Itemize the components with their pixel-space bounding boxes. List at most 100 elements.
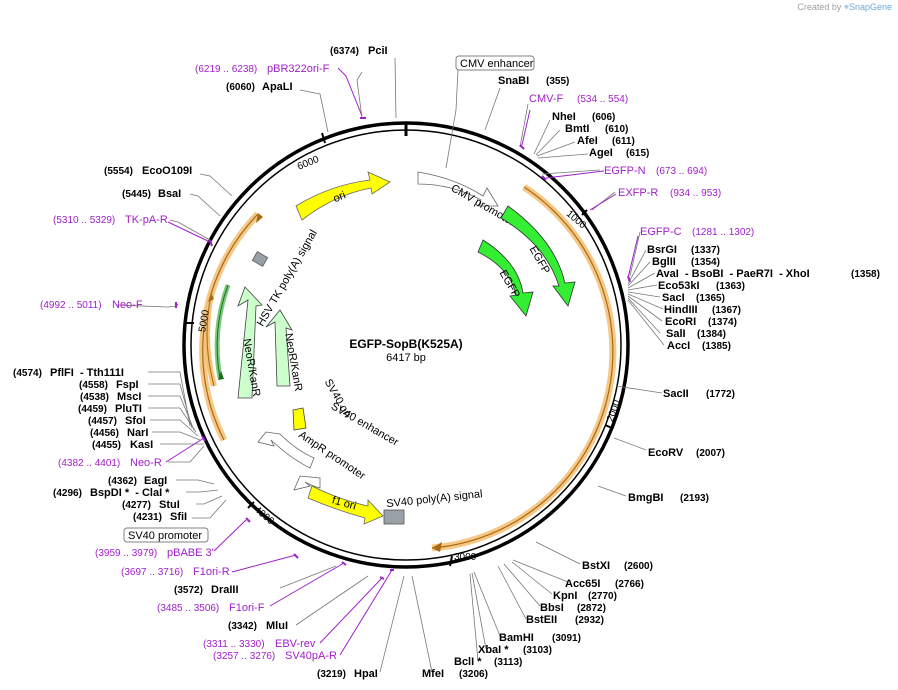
- site-xbai: XbaI *: [478, 644, 509, 656]
- plasmid-name: EGFP-SopB(K525A): [349, 337, 462, 351]
- backbone-circle: [182, 121, 630, 569]
- site-pflfi-pos: (4574): [13, 368, 42, 379]
- site-bmgbi: BmgBI: [628, 492, 663, 504]
- sv40-enhancer-label: SV40 enhancer: [329, 400, 401, 448]
- site-kasi: KasI: [130, 439, 153, 451]
- site-sacii: SacII: [663, 388, 689, 400]
- primer-tk-pa-r: TK-pA-R: [125, 214, 168, 226]
- site-bglii: BglII: [652, 256, 676, 268]
- site-stui: StuI: [159, 499, 180, 511]
- plasmid-size: 6417 bp: [386, 352, 426, 364]
- site-mlui-pos: (3342): [228, 621, 257, 632]
- cds-arc-neo-inner: [214, 284, 231, 379]
- site-sfoi: SfoI: [125, 415, 146, 427]
- site-stui-pos: (4277): [122, 500, 151, 511]
- ori-label: ori: [332, 189, 348, 205]
- primer-egfp-c-pos: (1281 .. 1302): [692, 227, 754, 238]
- site-eagi-pos: (4362): [108, 476, 137, 487]
- site-kpni: KpnI: [553, 590, 577, 602]
- primer-pbr322ori-f-pos: (6219 .. 6238): [195, 64, 257, 75]
- f1-ori-feature: [307, 485, 384, 525]
- site-bmgbi-pos: (2193): [680, 493, 709, 504]
- site-kasi-pos: (4455): [92, 440, 121, 451]
- site-hindiii-pos: (1367): [712, 305, 741, 316]
- sv40-promoter-box: [123, 527, 209, 543]
- primer-pbabe3: pBABE 3': [167, 547, 214, 559]
- site-bsai-pos: (5445): [122, 189, 151, 200]
- site-mfei: MfeI: [422, 668, 444, 680]
- site-hindiii: HindIII: [664, 304, 698, 316]
- site-ecori: EcoRI: [665, 316, 696, 328]
- site-acc65i-pos: (2766): [615, 579, 644, 590]
- site-agei-pos: (615): [626, 148, 649, 159]
- sv40-polya-label: SV40 poly(A) signal: [386, 488, 483, 510]
- primer-pbabe3-pos: (3959 .. 3979): [95, 548, 157, 559]
- primer-ebv-rev-pos: (3311 .. 3330): [203, 639, 265, 650]
- site-pluti-pos: (4459): [78, 404, 107, 415]
- site-eagi: EagI: [144, 475, 167, 487]
- site-afei: AfeI: [577, 135, 598, 147]
- site-bstxi-pos: (2600): [624, 561, 653, 572]
- site-ecoo109i: EcoO109I: [142, 165, 192, 177]
- site-afei-pos: (611): [612, 136, 635, 147]
- site-nhei-pos: (606): [592, 112, 615, 123]
- site-nari-pos: (4456): [90, 428, 119, 439]
- primer-f1ori-f: F1ori-F: [229, 602, 265, 614]
- site-bglii-pos: (1354): [691, 257, 720, 268]
- ampr-promoter-feature: [257, 431, 315, 469]
- site-bamhi: BamHI: [499, 632, 534, 644]
- site-ecori-pos: (1374): [708, 317, 737, 328]
- site-saci-pos: (1365): [696, 293, 725, 304]
- site-mfei-pos: (3206): [459, 669, 488, 680]
- site-bcli: BclI *: [454, 656, 482, 668]
- site-mlui: MluI: [266, 620, 288, 632]
- primer-egfp-n-pos: (673 .. 694): [656, 166, 707, 177]
- site-apali: ApaLI: [262, 81, 293, 93]
- site-sfii-pos: (4231): [133, 512, 162, 523]
- snapgene-credit: Created by ⌖SnapGene: [797, 2, 892, 13]
- site-fspi-pos: (4558): [79, 380, 108, 391]
- site-nhei: NheI: [552, 111, 576, 123]
- tick-3000: 3000: [454, 552, 477, 563]
- site-bsrgi: BsrGI: [647, 244, 677, 256]
- primer-ebv-rev: EBV-rev: [275, 638, 316, 650]
- site-bbsi: BbsI: [540, 602, 564, 614]
- site-acc65i: Acc65I: [565, 578, 600, 590]
- primer-pbr322ori-f: pBR322ori-F: [267, 63, 330, 75]
- primer-egfp-n: EGFP-N: [604, 165, 646, 177]
- site-hpai-pos: (3219): [317, 669, 346, 680]
- site-ecorv: EcoRV: [648, 447, 684, 459]
- cmv-promoter-feature: [417, 171, 499, 207]
- credit-prefix: Created by: [797, 2, 842, 12]
- site-snabi-pos: (355): [546, 76, 569, 87]
- site-bamhi-pos: (3091): [552, 633, 581, 644]
- primer-f1ori-f-pos: (3485 .. 3506): [157, 603, 219, 614]
- site-acci: AccI: [667, 340, 690, 352]
- primer-neo-r: Neo-R: [130, 457, 162, 469]
- site-bsrgi-pos: (1337): [691, 245, 720, 256]
- neo-outer-feature: [237, 286, 263, 399]
- sv40-polya-box: [383, 509, 405, 525]
- sv40-ori-feature: [292, 407, 307, 431]
- hsv-tk-box: [251, 251, 269, 267]
- primer-neo-f-pos: (4992 .. 5011): [40, 300, 102, 311]
- site-bbsi-pos: (2872): [577, 603, 606, 614]
- site-sfii: SfiI: [170, 511, 187, 523]
- site-sacii-pos: (1772): [706, 389, 735, 400]
- primer-neo-f: Neo-F: [112, 299, 143, 311]
- site-msci-pos: (4538): [80, 392, 109, 403]
- primer-sv40pa-r: SV40pA-R: [285, 650, 337, 662]
- site-snabi: SnaBI: [498, 75, 529, 87]
- site-saci: SacI: [662, 292, 685, 304]
- site-avai: AvaI - BsoBI - PaeR7I - XhoI: [656, 268, 810, 280]
- site-apali-pos: (6060): [226, 82, 255, 93]
- egfp-outer-feature: [500, 205, 576, 307]
- primer-cmv-f-pos: (534 .. 554): [577, 94, 628, 105]
- site-pluti: PluTI: [115, 403, 142, 415]
- primer-f1ori-r: F1ori-R: [193, 566, 230, 578]
- site-bsai: BsaI: [158, 188, 181, 200]
- cmv-enhancer-label: CMV enhancer: [460, 58, 534, 70]
- tick-6000: 6000: [296, 154, 321, 173]
- primer-f1ori-r-pos: (3697 .. 3716): [121, 567, 183, 578]
